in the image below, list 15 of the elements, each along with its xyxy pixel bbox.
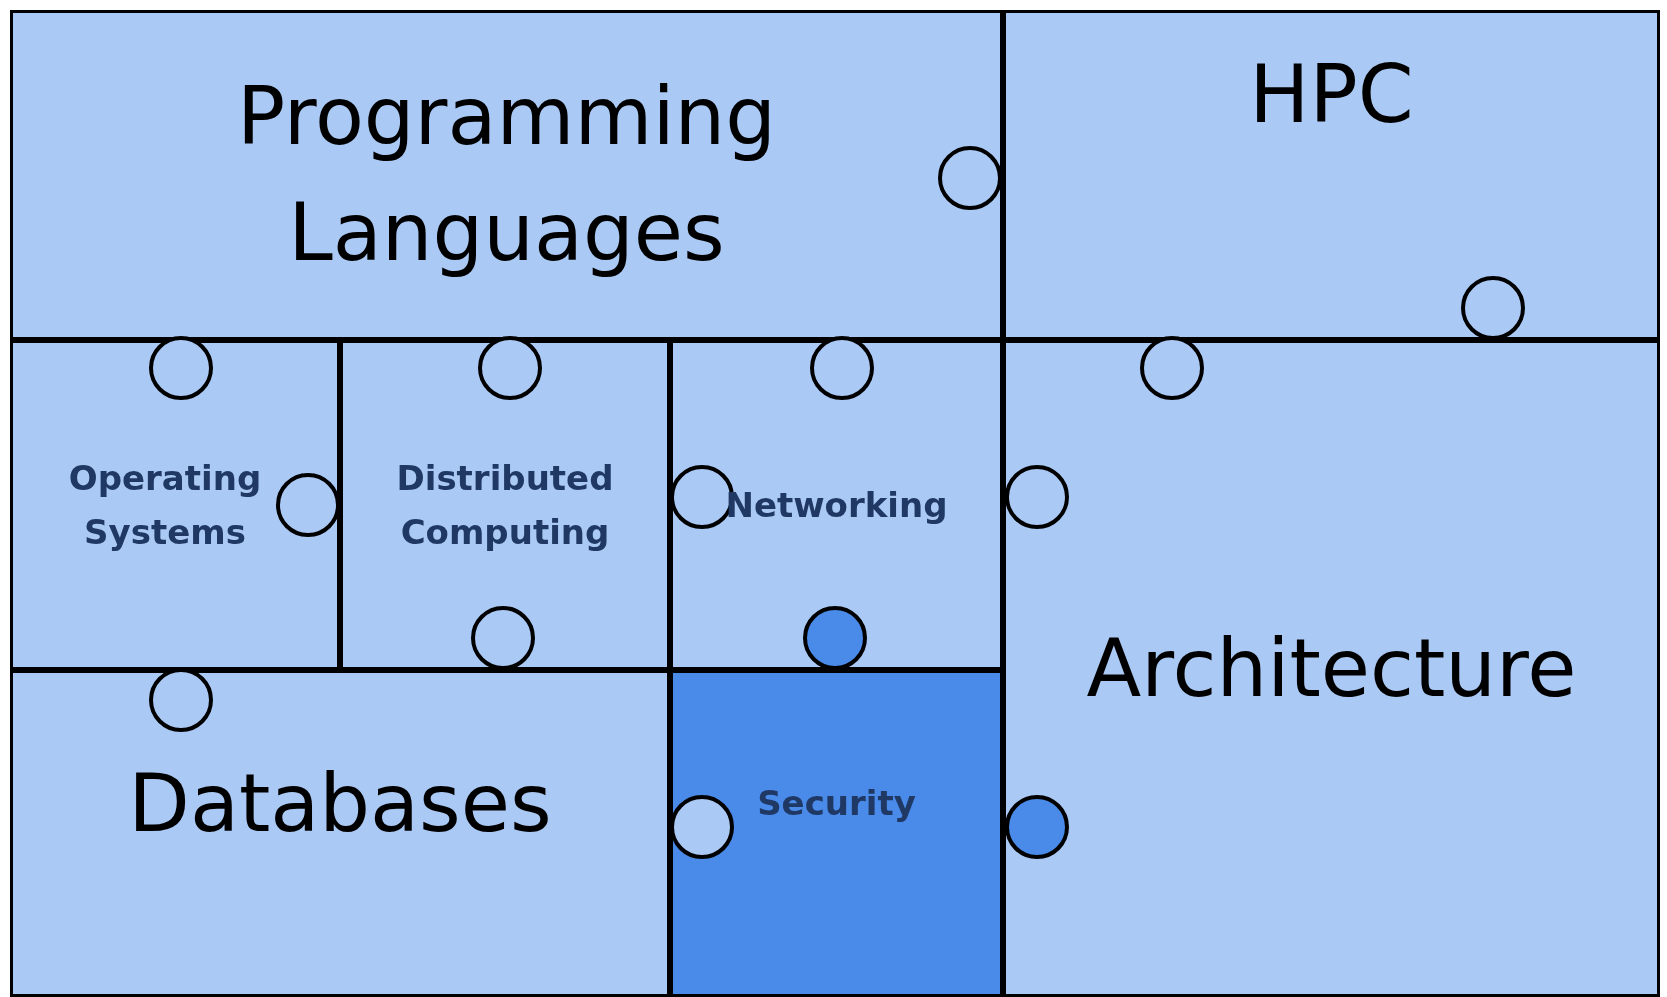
piece-label: Distributed Computing [395, 456, 615, 554]
puzzle-piece [340, 340, 670, 670]
puzzle-piece [10, 10, 1003, 340]
puzzle-piece [10, 670, 670, 997]
piece-label: Architecture [1086, 620, 1577, 717]
piece-label: Security [757, 782, 916, 826]
piece-label: Operating Systems [67, 456, 263, 554]
puzzle-piece [1003, 340, 1660, 997]
puzzle-piece [10, 340, 340, 670]
puzzle-piece [670, 670, 1003, 997]
piece-label: Programming Languages [235, 69, 778, 281]
piece-label: Databases [128, 755, 552, 852]
piece-label: HPC [1249, 47, 1414, 143]
puzzle-piece [1003, 10, 1660, 340]
puzzle-piece [670, 340, 1003, 670]
